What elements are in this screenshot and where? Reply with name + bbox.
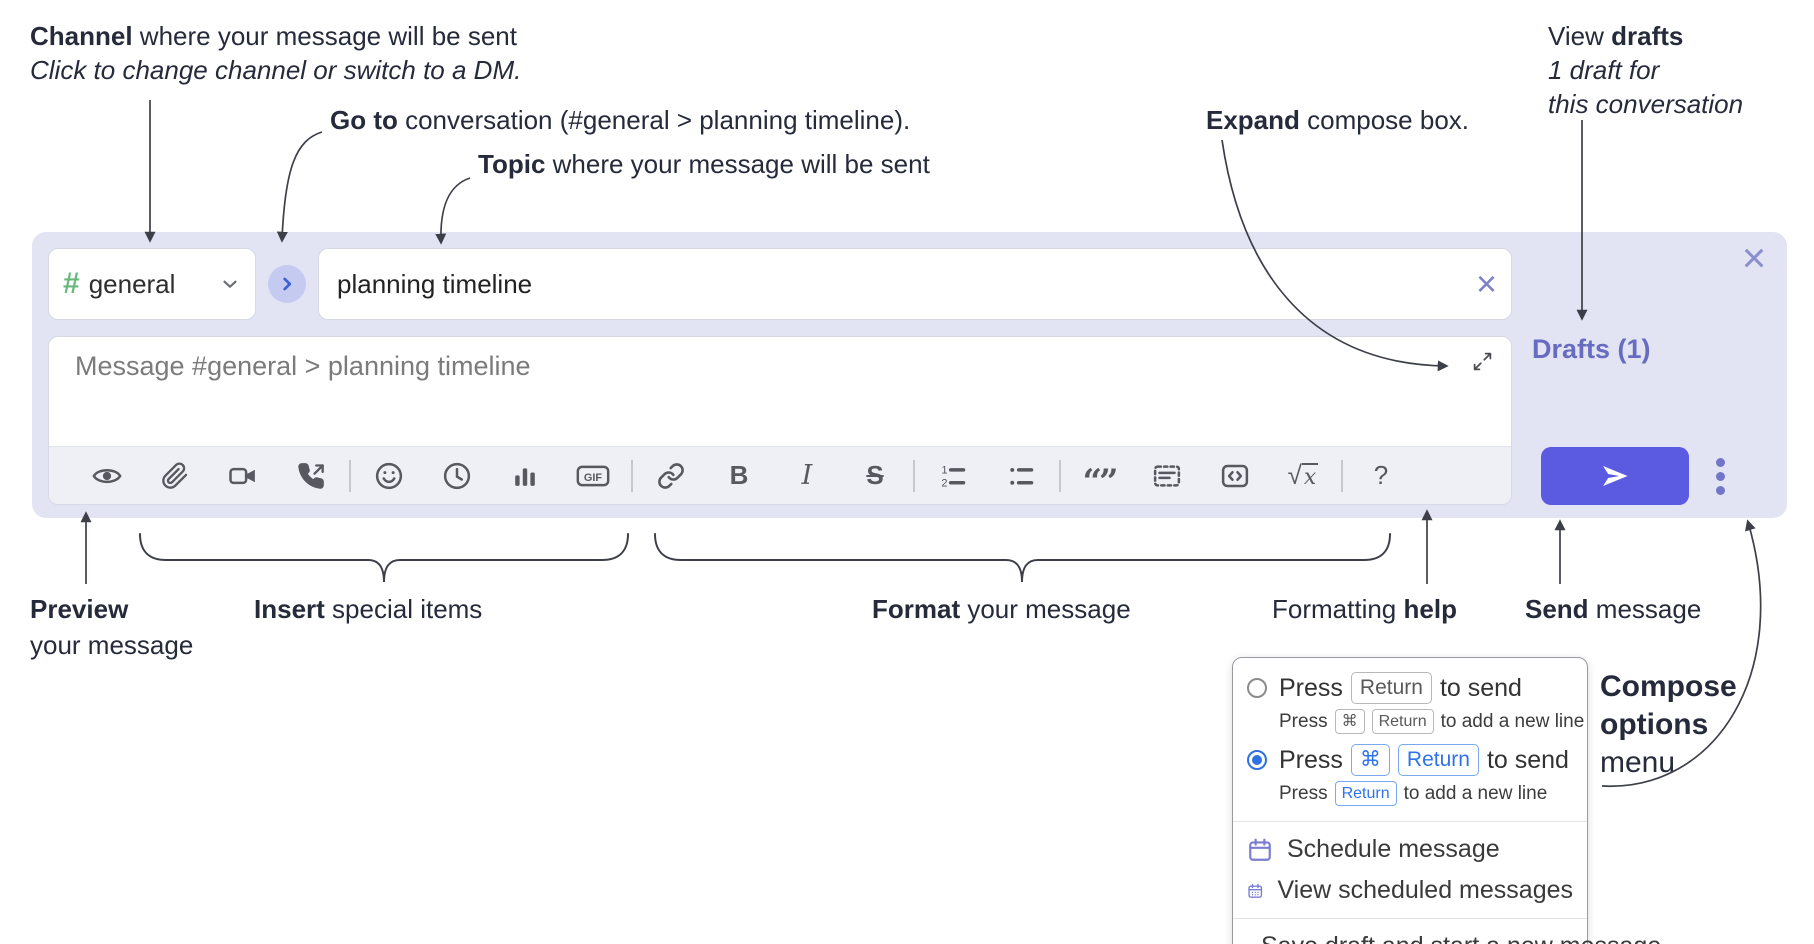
menu-option-cmd-return-to-send[interactable]: Press ⌘ Return to send — [1233, 742, 1587, 778]
send-plane-icon — [1603, 466, 1628, 486]
topic-value: planning timeline — [337, 268, 533, 299]
math-icon[interactable]: √x — [1287, 460, 1319, 490]
channel-selector[interactable]: # general — [48, 248, 256, 320]
bold-icon[interactable]: B — [729, 460, 749, 490]
callout-format: Format your message — [872, 594, 1131, 624]
compose-box: # general planning timeline × Message #g… — [32, 232, 1787, 518]
emoji-icon[interactable] — [355, 447, 423, 505]
poll-icon[interactable] — [491, 447, 559, 505]
keycap-return: Return — [1350, 672, 1432, 704]
menu-option1-subtext: Press ⌘ Return to add a new line — [1233, 706, 1587, 742]
callout-channel-rest: where your message will be sent — [132, 21, 517, 51]
callout-channel-bold: Channel — [30, 21, 133, 51]
drafts-link[interactable]: Drafts (1) — [1532, 334, 1651, 364]
radio-selected-icon[interactable] — [1247, 750, 1267, 770]
calendar-icon — [1249, 838, 1271, 861]
compose-options-menu: Press Return to send Press ⌘ Return to a… — [1232, 657, 1661, 944]
topic-input[interactable]: planning timeline × — [318, 248, 1512, 320]
attach-file-icon[interactable] — [141, 447, 209, 505]
quote-icon[interactable]: “” — [1082, 461, 1118, 502]
channel-hash-icon: # — [63, 267, 80, 300]
callout-insert: Insert special items — [254, 594, 483, 624]
callout-preview-line2: your message — [30, 630, 194, 660]
keycap-cmd: ⌘ — [1350, 744, 1390, 776]
code-icon[interactable] — [1201, 447, 1269, 505]
callout-view-drafts: View drafts — [1548, 20, 1683, 53]
callout-formatting-help: Formatting help — [1272, 594, 1457, 624]
menu-option-return-to-send[interactable]: Press Return to send — [1233, 670, 1587, 706]
callout-goto-bold: Go to — [330, 105, 398, 135]
brace-insert — [139, 533, 629, 583]
menu-option2-subtext: Press Return to add a new line — [1233, 778, 1587, 814]
message-input[interactable]: Message #general > planning timeline — [49, 337, 1511, 446]
callout-preview: Preview — [30, 594, 129, 624]
voice-call-icon[interactable] — [277, 447, 345, 505]
compose-options-kebab-icon[interactable] — [1700, 447, 1740, 505]
toolbar-divider — [1341, 459, 1343, 492]
svg-text:1: 1 — [941, 464, 947, 476]
callout-goto-rest: conversation (#general > planning timeli… — [397, 105, 911, 135]
chevron-right-icon — [283, 277, 292, 291]
callout-compose-options: Compose options menu — [1600, 670, 1737, 779]
radio-unselected-icon[interactable] — [1247, 678, 1267, 698]
global-time-icon[interactable] — [423, 447, 491, 505]
keycap-return: Return — [1397, 744, 1479, 776]
bulleted-list-icon[interactable] — [987, 447, 1055, 505]
callout-topic: Topic where your message will be sent — [478, 148, 930, 181]
italic-icon[interactable]: I — [801, 460, 813, 491]
send-button[interactable] — [1541, 447, 1689, 505]
spoiler-icon[interactable] — [1133, 447, 1201, 505]
menu-divider — [1233, 821, 1587, 822]
svg-text:GIF: GIF — [584, 471, 603, 483]
brace-format — [654, 533, 1391, 583]
callout-expand-bold: Expand — [1206, 105, 1300, 135]
video-call-icon[interactable] — [209, 447, 277, 505]
toolbar-divider — [913, 459, 915, 492]
callout-drafts-line3: this conversation — [1548, 89, 1744, 119]
expand-compose-icon[interactable] — [1472, 351, 1493, 377]
callout-drafts-line2: 1 draft for — [1548, 55, 1660, 85]
strikethrough-icon[interactable]: S — [866, 460, 884, 490]
menu-item-save-draft[interactable]: Save draft and start a new message — [1233, 926, 1661, 944]
message-placeholder: Message #general > planning timeline — [75, 351, 531, 381]
message-editor: Message #general > planning timeline — [48, 336, 1512, 505]
callout-goto: Go to conversation (#general > planning … — [330, 104, 910, 137]
keycap-return: Return — [1334, 781, 1397, 806]
chevron-down-icon — [219, 273, 241, 295]
callout-drafts-pre: View — [1548, 21, 1612, 51]
keycap-cmd: ⌘ — [1334, 709, 1365, 734]
callout-expand-rest: compose box. — [1299, 105, 1470, 135]
menu-divider — [1233, 918, 1587, 919]
formatting-help-icon[interactable]: ? — [1373, 460, 1389, 490]
close-compose-icon[interactable]: × — [1741, 234, 1767, 281]
keycap-return: Return — [1371, 709, 1434, 734]
recipient-row: # general planning timeline × — [48, 248, 1512, 320]
gif-icon[interactable]: GIF — [559, 447, 627, 505]
go-to-conversation-button[interactable] — [268, 265, 306, 303]
toolbar-divider — [349, 459, 351, 492]
calendar-grid-icon — [1248, 883, 1263, 898]
preview-eye-icon[interactable] — [73, 447, 141, 505]
arrow-to-goto — [276, 131, 323, 243]
callout-topic-bold: Topic — [478, 149, 546, 179]
svg-text:2: 2 — [941, 477, 947, 489]
link-icon[interactable] — [637, 447, 705, 505]
callout-send: Send message — [1525, 594, 1702, 624]
toolbar-divider — [631, 459, 633, 492]
callout-drafts-bold: drafts — [1611, 21, 1684, 51]
callout-expand: Expand compose box. — [1206, 104, 1469, 137]
menu-item-schedule-message[interactable]: Schedule message — [1233, 829, 1587, 870]
callout-channel: Channel where your message will be sent — [30, 20, 517, 53]
callout-channel-sub: Click to change channel or switch to a D… — [30, 55, 522, 85]
channel-name: general — [88, 268, 176, 299]
toolbar-divider — [1059, 459, 1061, 492]
clear-topic-icon[interactable]: × — [1475, 263, 1497, 304]
callout-topic-rest: where your message will be sent — [545, 149, 930, 179]
menu-item-view-scheduled[interactable]: View scheduled messages — [1233, 870, 1587, 911]
